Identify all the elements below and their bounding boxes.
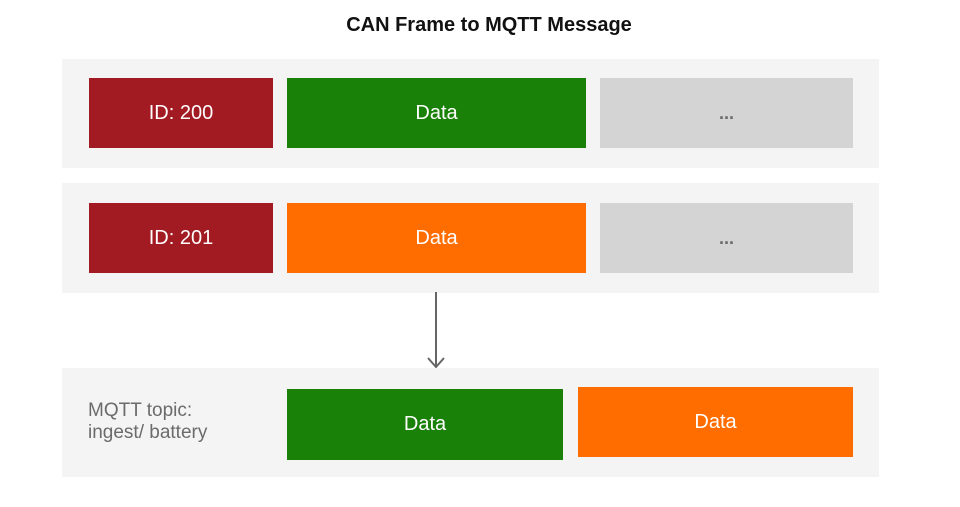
frame-2-data-box: Data (287, 203, 586, 273)
mqtt-data-green-box: Data (287, 389, 563, 460)
frame-2-rest-box: ... (600, 203, 853, 273)
mqtt-topic-line-1: MQTT topic: (88, 400, 193, 421)
mqtt-topic-line-2: ingest/ battery (88, 422, 208, 443)
frame-1-data-box: Data (287, 78, 586, 148)
arrow-down-icon (427, 292, 445, 369)
mqtt-topic-label: MQTT topic: ingest/ battery (88, 400, 268, 444)
mqtt-data-orange-box: Data (578, 387, 853, 457)
frame-1-rest-box: ... (600, 78, 853, 148)
diagram-title: CAN Frame to MQTT Message (346, 14, 632, 36)
frame-1-id-box: ID: 200 (89, 78, 273, 148)
frame-2-id-box: ID: 201 (89, 203, 273, 273)
